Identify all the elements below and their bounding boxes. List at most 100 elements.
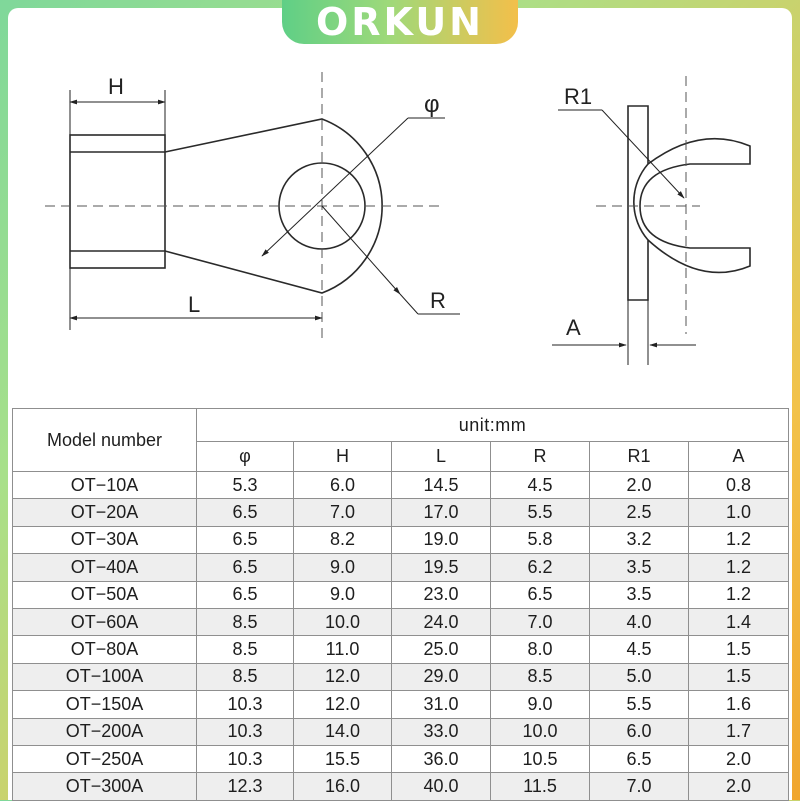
l-cell: 14.5 xyxy=(391,470,491,500)
r-cell: 10.5 xyxy=(490,744,590,774)
h-cell: 14.0 xyxy=(293,717,392,746)
r1-cell: 5.5 xyxy=(589,690,689,719)
table-row: OT−200A 10.3 14.0 33.0 10.0 6.0 1.7 xyxy=(12,717,790,746)
model-cell: OT−300A xyxy=(12,772,197,801)
r1-cell: 4.5 xyxy=(589,635,689,664)
label-r: R xyxy=(430,288,446,313)
r-cell: 9.0 xyxy=(490,690,590,719)
column-header-phi: φ xyxy=(196,441,294,472)
a-cell: 1.6 xyxy=(687,690,790,719)
phi-cell: 6.5 xyxy=(196,498,294,527)
dimension-a xyxy=(552,300,696,365)
model-cell: OT−250A xyxy=(12,744,197,774)
table-row: OT−300A 12.3 16.0 40.0 11.5 7.0 2.0 xyxy=(12,772,790,801)
dimension-l xyxy=(69,268,323,330)
r1-cell: 4.0 xyxy=(589,607,689,637)
column-header-h: H xyxy=(293,441,392,472)
model-cell: OT−150A xyxy=(12,690,197,719)
a-cell: 2.0 xyxy=(687,744,790,774)
r-cell: 5.5 xyxy=(490,498,590,527)
r1-cell: 2.5 xyxy=(589,498,689,527)
table-row: OT−80A 8.5 11.0 25.0 8.0 4.5 1.5 xyxy=(12,635,790,664)
phi-cell: 12.3 xyxy=(196,772,294,801)
r-cell: 8.5 xyxy=(490,662,590,692)
table-row: OT−60A 8.5 10.0 24.0 7.0 4.0 1.4 xyxy=(12,607,790,637)
phi-cell: 6.5 xyxy=(196,553,294,582)
h-cell: 7.0 xyxy=(293,498,392,527)
table-row: OT−150A 10.3 12.0 31.0 9.0 5.5 1.6 xyxy=(12,690,790,719)
model-cell: OT−40A xyxy=(12,553,197,582)
a-cell: 2.0 xyxy=(687,772,790,801)
table-row: OT−50A 6.5 9.0 23.0 6.5 3.5 1.2 xyxy=(12,580,790,609)
phi-cell: 8.5 xyxy=(196,662,294,692)
brand-logo: ORKUN xyxy=(282,0,518,44)
r-cell: 4.5 xyxy=(490,470,590,500)
a-cell: 1.2 xyxy=(687,580,790,609)
table-row: OT−10A 5.3 6.0 14.5 4.5 2.0 0.8 xyxy=(12,470,790,500)
r-cell: 8.0 xyxy=(490,635,590,664)
phi-cell: 10.3 xyxy=(196,717,294,746)
l-cell: 23.0 xyxy=(391,580,491,609)
table-row: OT−20A 6.5 7.0 17.0 5.5 2.5 1.0 xyxy=(12,498,790,527)
dimension-phi xyxy=(261,117,445,257)
table-row: OT−40A 6.5 9.0 19.5 6.2 3.5 1.2 xyxy=(12,553,790,582)
dimension-r1 xyxy=(558,109,685,199)
phi-cell: 5.3 xyxy=(196,470,294,500)
column-header-l: L xyxy=(391,441,491,472)
phi-cell: 6.5 xyxy=(196,525,294,555)
label-h: H xyxy=(108,74,124,99)
table-row: OT−250A 10.3 15.5 36.0 10.5 6.5 2.0 xyxy=(12,744,790,774)
h-cell: 15.5 xyxy=(293,744,392,774)
side-tongue-plate xyxy=(627,105,649,301)
a-cell: 1.2 xyxy=(687,525,790,555)
terminal-technical-drawing: H L φ R R1 A xyxy=(45,72,751,365)
r1-cell: 3.5 xyxy=(589,553,689,582)
l-cell: 19.0 xyxy=(391,525,491,555)
a-cell: 0.8 xyxy=(687,470,790,500)
label-phi: φ xyxy=(424,91,440,118)
r1-cell: 3.2 xyxy=(589,525,689,555)
column-header-a: A xyxy=(687,441,790,472)
phi-cell: 10.3 xyxy=(196,744,294,774)
dimension-r xyxy=(321,205,460,315)
r1-cell: 2.0 xyxy=(589,470,689,500)
a-cell: 1.4 xyxy=(687,607,790,637)
label-l: L xyxy=(188,292,200,317)
phi-cell: 8.5 xyxy=(196,635,294,664)
side-center-lines xyxy=(596,76,700,334)
l-cell: 17.0 xyxy=(391,498,491,527)
model-cell: OT−200A xyxy=(12,717,197,746)
model-cell: OT−60A xyxy=(12,607,197,637)
l-cell: 29.0 xyxy=(391,662,491,692)
r-cell: 10.0 xyxy=(490,717,590,746)
phi-cell: 8.5 xyxy=(196,607,294,637)
label-r1: R1 xyxy=(564,84,592,109)
r-cell: 6.5 xyxy=(490,580,590,609)
l-cell: 40.0 xyxy=(391,772,491,801)
a-cell: 1.7 xyxy=(687,717,790,746)
r-cell: 5.8 xyxy=(490,525,590,555)
a-cell: 1.5 xyxy=(687,635,790,664)
l-cell: 24.0 xyxy=(391,607,491,637)
column-header-r: R xyxy=(490,441,590,472)
h-cell: 6.0 xyxy=(293,470,392,500)
r-cell: 7.0 xyxy=(490,607,590,637)
model-cell: OT−100A xyxy=(12,662,197,692)
model-cell: OT−20A xyxy=(12,498,197,527)
l-cell: 33.0 xyxy=(391,717,491,746)
h-cell: 12.0 xyxy=(293,690,392,719)
table-row: OT−30A 6.5 8.2 19.0 5.8 3.2 1.2 xyxy=(12,525,790,555)
h-cell: 11.0 xyxy=(293,635,392,664)
model-cell: OT−10A xyxy=(12,470,197,500)
h-cell: 12.0 xyxy=(293,662,392,692)
spec-table: Model number unit:mm φ H L R R1 A OT−10A… xyxy=(12,407,790,801)
r1-cell: 7.0 xyxy=(589,772,689,801)
unit-header: unit:mm xyxy=(195,407,790,443)
l-cell: 36.0 xyxy=(391,744,491,774)
dimension-h xyxy=(69,90,166,135)
h-cell: 9.0 xyxy=(293,553,392,582)
r1-cell: 5.0 xyxy=(589,662,689,692)
model-cell: OT−50A xyxy=(12,580,197,609)
center-lines xyxy=(45,72,440,340)
r1-cell: 3.5 xyxy=(589,580,689,609)
